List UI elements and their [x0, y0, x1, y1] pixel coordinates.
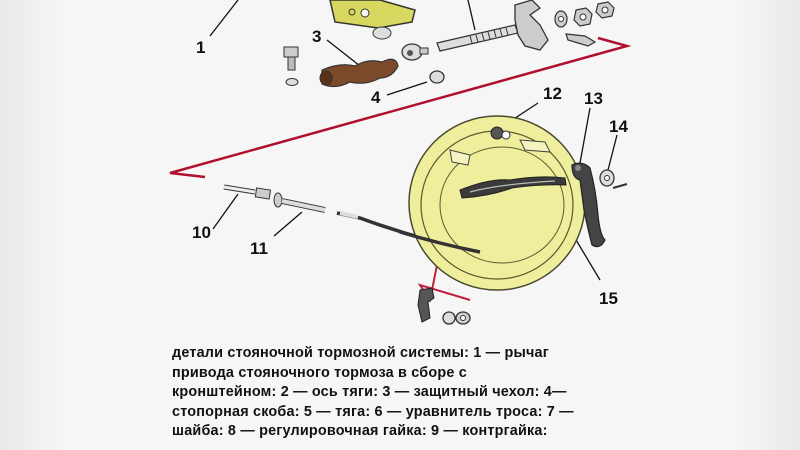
small-nut-icon: [442, 311, 471, 325]
part-label-4: 4: [371, 88, 381, 107]
caption-line: шайба: 8 — регулировочная гайка: 9 — кон…: [172, 423, 548, 440]
part-label-10: 10: [192, 223, 211, 242]
front-cable-icon: [223, 184, 326, 213]
lock-nut-icon: [595, 1, 615, 19]
part-label-3: 3: [312, 27, 322, 46]
threaded-rod-icon: [436, 24, 519, 52]
part-label-11: 11: [250, 239, 268, 258]
parking-brake-lever-icon: [571, 162, 606, 248]
part-label-15: 15: [599, 289, 618, 308]
part-label-13: 13: [584, 89, 603, 108]
bolt-icon: [283, 46, 299, 86]
caption-line: привода стояночного тормоза в сборе с: [172, 364, 467, 381]
leader-lines: [209, 0, 618, 281]
pin-icon: [490, 126, 511, 140]
washer-icon: [554, 10, 568, 28]
adjusting-nut-icon: [573, 7, 593, 27]
cable-equalizer-icon: [514, 0, 549, 51]
caption-line: детали стояночной тормозной системы: 1 —…: [172, 345, 549, 361]
eyelet-icon: [401, 43, 429, 61]
figure-caption: детали стояночной тормозной системы: 1 —…: [172, 344, 622, 442]
red-cable-guide-line: [169, 36, 632, 179]
part-label-12: 12: [543, 84, 562, 103]
brake-backing-plate-icon: [408, 115, 586, 291]
retainer-clip-icon: [417, 287, 435, 323]
caption-line: кронштейном: 2 — ось тяги: 3 — защитный …: [172, 384, 567, 401]
protective-boot-icon: [319, 58, 399, 88]
cotter-washer-icon: [599, 169, 628, 189]
lock-clip-icon: [429, 70, 445, 84]
part-label-14: 14: [609, 117, 628, 136]
part-label-1: 1: [196, 38, 206, 57]
cable-end-icon: [565, 33, 597, 47]
caption-line: стопорная скоба: 5 — тяга: 6 — уравнител…: [172, 403, 574, 420]
lever-bracket-icon: [329, 0, 416, 40]
